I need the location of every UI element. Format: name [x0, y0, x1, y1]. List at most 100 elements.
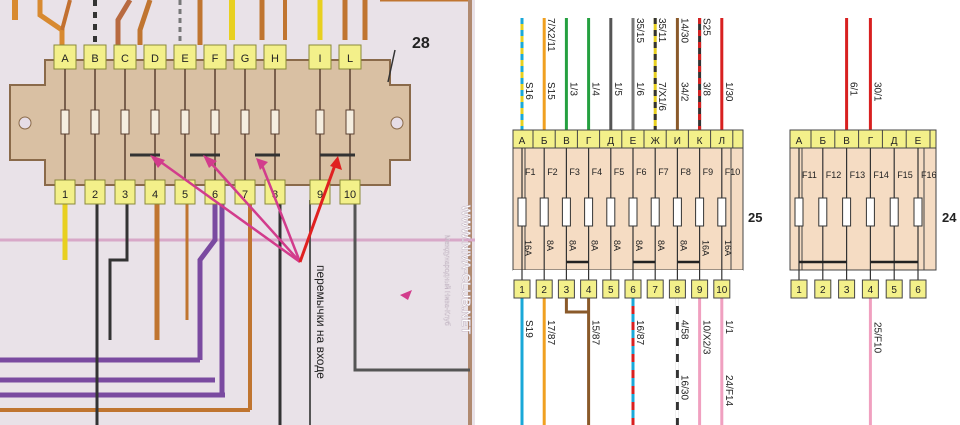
b25-top-wire-label-upper: 35/15: [634, 18, 645, 43]
b25-bottom-number: 10: [716, 285, 728, 296]
b25-letter: Ж: [651, 136, 661, 147]
b25-fuse-rating: 16A: [701, 240, 711, 256]
b25-bridge-wire: [564, 298, 589, 314]
photo-fuse: [60, 109, 70, 135]
b24-fuse-body: [865, 197, 875, 227]
b25-top-wire-label: 1/4: [590, 82, 601, 96]
b24-bottom-terminal: [909, 279, 927, 299]
b24-letter: А: [796, 136, 803, 147]
b25-fuse-body: [561, 197, 571, 227]
b25-letter: К: [697, 136, 703, 147]
b25-bottom-wire-label-lower: 16/30: [678, 375, 689, 400]
photo-fuse: [315, 109, 325, 135]
b25-bottom-number: 4: [586, 285, 592, 296]
b25-bottom-wire-label: 1/1: [723, 320, 734, 334]
b25-letter: Б: [541, 136, 548, 147]
b25-bottom-wire-label-lower: 24/F14: [723, 375, 734, 407]
b25-letter: А: [519, 136, 526, 147]
b25-bottom-wire-label: 4/58: [678, 320, 689, 340]
b25-top-wire-label: 34/2: [678, 82, 689, 102]
block-25-label: 25: [748, 210, 762, 225]
b25-bottom-number: 5: [608, 285, 614, 296]
watermark: WWW.NIVA-CLUB.NET: [459, 205, 473, 335]
watermark-sub: Международный Нива-Клуб: [443, 235, 451, 326]
photo-fuse: [90, 109, 100, 135]
b24-bottom-number: 1: [796, 285, 802, 296]
b25-fuse-body: [695, 197, 705, 227]
b25-fuse-rating: 8A: [656, 240, 666, 251]
b24-bottom-number: 3: [844, 285, 850, 296]
b25-bottom-terminal: [602, 279, 620, 299]
block-28-label: 28: [412, 35, 430, 52]
b25-bottom-terminal: [513, 279, 531, 299]
b24-fuse-body: [889, 197, 899, 227]
b25-top-wire-label-upper: 14/30: [678, 18, 689, 43]
b25-bottom-number: 2: [541, 285, 547, 296]
b25-fuse-rating: 8A: [567, 240, 577, 251]
b24-bottom-terminal: [861, 279, 879, 299]
b25-bottom-wire-label: 16/87: [634, 320, 645, 345]
b25-bottom-wire-label: 15/87: [590, 320, 601, 345]
b25-top-wire-label-upper: 7/X2/11: [545, 18, 556, 52]
photo-top-terminal-label: C: [121, 53, 129, 65]
b24-fuse-name: F15: [897, 170, 913, 180]
b25-top-wire-label: 1/5: [612, 82, 623, 96]
photo-bottom-terminal-label: 9: [317, 189, 323, 201]
b25-fuse-body: [539, 197, 549, 227]
b24-bottom-wire-label: 25/F10: [871, 322, 882, 354]
b25-fuse-body: [672, 197, 682, 227]
b24-letter: Е: [915, 136, 922, 147]
b25-fuse-body: [717, 197, 727, 227]
b25-fuse-name: F3: [569, 167, 580, 177]
b24-fuse-body: [794, 197, 804, 227]
b24-bottom-terminal: [814, 279, 832, 299]
photo-fuse: [120, 109, 130, 135]
b24-bottom-number: 2: [820, 285, 826, 296]
b24-fuse-name: F11: [802, 170, 817, 180]
photo-bottom-terminal-label: 2: [92, 189, 98, 201]
b24-bottom-number: 6: [915, 285, 921, 296]
b25-letter: Г: [586, 136, 592, 147]
b25-top-wire-label: 1/3: [567, 82, 578, 96]
b24-letter: Б: [820, 136, 827, 147]
b25-top-wire-label-upper: 35/11: [656, 18, 667, 43]
b25-fuse-name: F2: [547, 167, 558, 177]
b25-fuse-name: F1: [525, 167, 536, 177]
photo-fuse: [210, 109, 220, 135]
b25-fuse-name: F7: [658, 167, 669, 177]
b25-bottom-terminal: [646, 279, 664, 299]
b25-bottom-terminal: [535, 279, 553, 299]
jumper-annotation: перемычки на входе: [314, 265, 328, 379]
photo-fuse: [270, 109, 280, 135]
b25-bottom-terminal: [668, 279, 686, 299]
photo-top-terminal-label: H: [271, 53, 279, 65]
b24-fuse-body: [842, 197, 852, 227]
b24-bottom-number: 5: [891, 285, 897, 296]
b24-letter: Г: [868, 136, 874, 147]
photo-bottom-terminal-label: 5: [182, 189, 188, 201]
b25-fuse-body: [628, 197, 638, 227]
photo-top-terminal-label: I: [318, 53, 321, 65]
b25-bottom-wire-label: 10/X2/3: [701, 320, 712, 355]
b25-fuse-name: F4: [592, 167, 603, 177]
photo-top-terminal-label: E: [181, 53, 188, 65]
b25-fuse-body: [517, 197, 527, 227]
b25-bottom-wire-label: 17/87: [545, 320, 556, 345]
b25-fuse-rating: 8A: [545, 240, 555, 251]
b25-fuse-body: [584, 197, 594, 227]
photo-top-terminal-label: G: [241, 53, 250, 65]
b24-fuse-name: F16: [921, 170, 937, 180]
b25-bottom-terminal: [580, 279, 598, 299]
b25-top-wire-label: 7/X1/6: [656, 82, 667, 111]
b25-fuse-rating: 8A: [590, 240, 600, 251]
b25-top-wire-label: 3/8: [701, 82, 712, 96]
b25-fuse-name: F5: [614, 167, 625, 177]
b24-top-wire-label: 6/1: [848, 82, 859, 96]
b25-bottom-terminal: [691, 279, 709, 299]
b24-fuse-name: F12: [826, 170, 842, 180]
b25-top-wire-label-upper: S25: [701, 18, 712, 36]
